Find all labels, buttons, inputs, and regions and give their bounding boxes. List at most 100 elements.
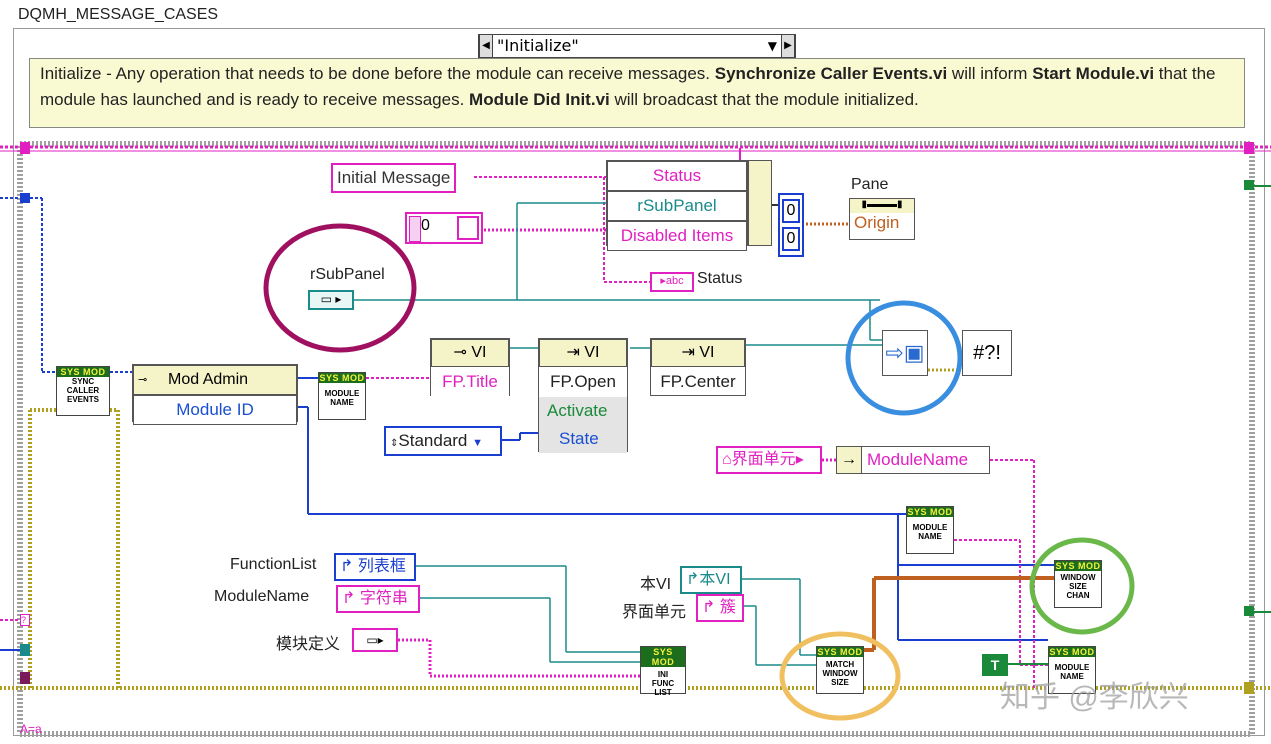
vi-line: SIZE	[1069, 582, 1087, 591]
unbundle-by-name-node[interactable]: → ModuleName	[836, 446, 990, 474]
vi-line: WINDOW	[822, 669, 858, 678]
vi-line: NAME	[918, 532, 942, 541]
vi-line: EVENTS	[66, 395, 99, 404]
sysmod-header: SYS MOD	[57, 367, 109, 377]
module-name-ref-label: 字符串	[359, 590, 408, 607]
vi-ref-label: VI	[471, 344, 487, 361]
tunnel-marker	[20, 672, 30, 684]
module-def-control-icon[interactable]: ▭▸	[352, 628, 398, 652]
ref-icon: ⊸	[138, 374, 148, 386]
module-name-vi-1[interactable]: SYS MOD MODULE NAME	[318, 372, 366, 420]
module-def-label: 模块定义	[276, 636, 341, 653]
module-name-vi-2[interactable]: SYS MOD MODULE NAME	[906, 506, 954, 554]
property-status: Status	[607, 161, 747, 191]
increment-arrow-icon[interactable]: ▶	[781, 35, 795, 57]
vi-line: LIST	[654, 688, 672, 697]
vi-line: MODULE	[324, 389, 360, 398]
insert-vi-method-icon[interactable]: ⇨▣	[882, 330, 928, 376]
property-rsubpanel: rSubPanel	[607, 191, 747, 221]
match-window-size-vi[interactable]: SYS MOD MATCH WINDOW SIZE	[816, 646, 864, 694]
fp-open-state: State	[539, 425, 627, 453]
comment-note: Initialize - Any operation that needs to…	[29, 58, 1245, 128]
note-text-4: will broadcast that the module initializ…	[609, 90, 919, 109]
clear-errors-icon[interactable]: #?!	[962, 330, 1012, 376]
case-selector[interactable]: ◀ "Initialize" ▼ ▶	[478, 34, 796, 58]
fp-title-field: FP.Title	[431, 367, 509, 397]
vi-line: INI	[657, 670, 669, 679]
tunnel-marker	[1244, 682, 1254, 694]
this-vi-ref[interactable]: ↱本VI	[680, 566, 742, 594]
dropdown-arrow-icon[interactable]: ▼	[472, 437, 484, 449]
cluster-value-2: 0	[782, 227, 800, 251]
mod-admin-unbundle[interactable]: ⊸ Mod Admin Module ID	[132, 364, 298, 425]
tunnel-marker	[20, 644, 30, 656]
window-title: DQMH_MESSAGE_CASES	[18, 6, 219, 23]
vi-line: FUNC	[651, 679, 675, 688]
note-text-1: Initialize - Any operation that needs to…	[40, 64, 715, 83]
sysmod-header: SYS MOD	[817, 647, 863, 657]
tunnel-marker	[1244, 142, 1254, 154]
tunnel-marker: ?	[20, 614, 30, 626]
module-name-label: ModuleName	[214, 588, 310, 605]
string-indicator-icon: ▸abc	[650, 272, 694, 292]
standard-enum-constant[interactable]: ⇕Standard ▼	[384, 426, 502, 456]
mod-admin-header: ⊸ Mod Admin	[133, 365, 297, 395]
vi-line: MATCH	[825, 660, 855, 669]
vi-line: CHAN	[1066, 591, 1090, 600]
decrement-arrow-icon[interactable]: ◀	[479, 35, 493, 57]
ui-unit-terminal[interactable]: ⌂界面单元▸	[716, 446, 822, 474]
note-bold-3: Module Did Init.vi	[469, 90, 610, 109]
dropdown-arrow-icon[interactable]: ▼	[767, 39, 777, 53]
vi-line: MODULE	[1054, 663, 1090, 672]
ui-unit-ref[interactable]: ↱ 簇	[696, 594, 744, 622]
sysmod-header: SYS MOD	[907, 507, 953, 517]
corner-label: A=a	[20, 722, 42, 736]
sysmod-header: SYS MOD	[1055, 561, 1101, 571]
array-index-icon	[409, 216, 421, 242]
vi-line: MODULE	[912, 523, 948, 532]
module-id-field: Module ID	[133, 395, 297, 425]
fp-center-method: FP.Center	[660, 372, 736, 391]
note-bold-2: Start Module.vi	[1032, 64, 1155, 83]
case-selector-value: "Initialize"	[497, 36, 579, 55]
home-icon: ⌂	[722, 451, 732, 468]
function-list-label: FunctionList	[230, 556, 317, 573]
sysmod-header: SYS MOD	[1049, 647, 1095, 657]
tunnel-marker	[20, 142, 30, 154]
numeric-array-constant[interactable]: 0	[405, 212, 483, 244]
property-disabled-items: Disabled Items	[607, 221, 747, 251]
pane-header-icon: ▮▬▬▬▮	[850, 199, 914, 213]
standard-enum-value: Standard	[398, 431, 468, 450]
true-constant[interactable]: T	[982, 654, 1008, 676]
fp-title-property[interactable]: ⊸ VI FP.Title	[430, 338, 510, 397]
function-list-ref[interactable]: ↱ 列表框	[334, 553, 416, 581]
property-node-subpanel[interactable]: Status rSubPanel Disabled Items	[606, 160, 748, 251]
ini-func-list-vi[interactable]: SYS MOD INI FUNC LIST	[640, 646, 686, 697]
rsubpanel-control[interactable]: ▭ ▸	[308, 290, 354, 310]
tunnel-marker	[20, 193, 30, 203]
initial-message-constant[interactable]: Initial Message	[331, 163, 457, 193]
module-name-vi-3[interactable]: SYS MOD MODULE NAME	[1048, 646, 1096, 694]
array-element-box	[457, 216, 479, 240]
vi-line: SIZE	[831, 678, 849, 687]
vi-line: WINDOW	[1060, 573, 1096, 582]
vi-ref-header-1: ⊸ VI	[431, 339, 509, 367]
fp-open-invoke[interactable]: ⇥ VI FP.Open Activate State	[538, 338, 628, 453]
fp-center-invoke[interactable]: ⇥ VI FP.Center	[650, 338, 746, 396]
cluster-constant[interactable]: 0 0	[778, 193, 804, 257]
ui-unit-ref-label: 簇	[719, 599, 736, 616]
note-bold-1: Synchronize Caller Events.vi	[714, 64, 948, 83]
vi-ref-header-3: ⇥ VI	[651, 339, 745, 367]
enum-stepper-icon: ⇕	[390, 438, 399, 449]
window-size-change-vi[interactable]: SYS MOD WINDOW SIZE CHAN	[1054, 560, 1102, 608]
vi-line: SYNC	[71, 377, 95, 386]
pane-property-node[interactable]: ▮▬▬▬▮ Origin	[849, 198, 915, 240]
vi-line: NAME	[1060, 672, 1084, 681]
bundle-node	[748, 160, 772, 246]
sync-caller-events-vi[interactable]: SYS MOD SYNC CALLER EVENTS	[56, 366, 110, 416]
vi-ref-label: VI	[584, 344, 600, 361]
sysmod-header: SYS MOD	[319, 373, 365, 383]
pane-origin: Origin	[854, 213, 900, 232]
module-name-ref[interactable]: ↱ 字符串	[336, 585, 420, 613]
